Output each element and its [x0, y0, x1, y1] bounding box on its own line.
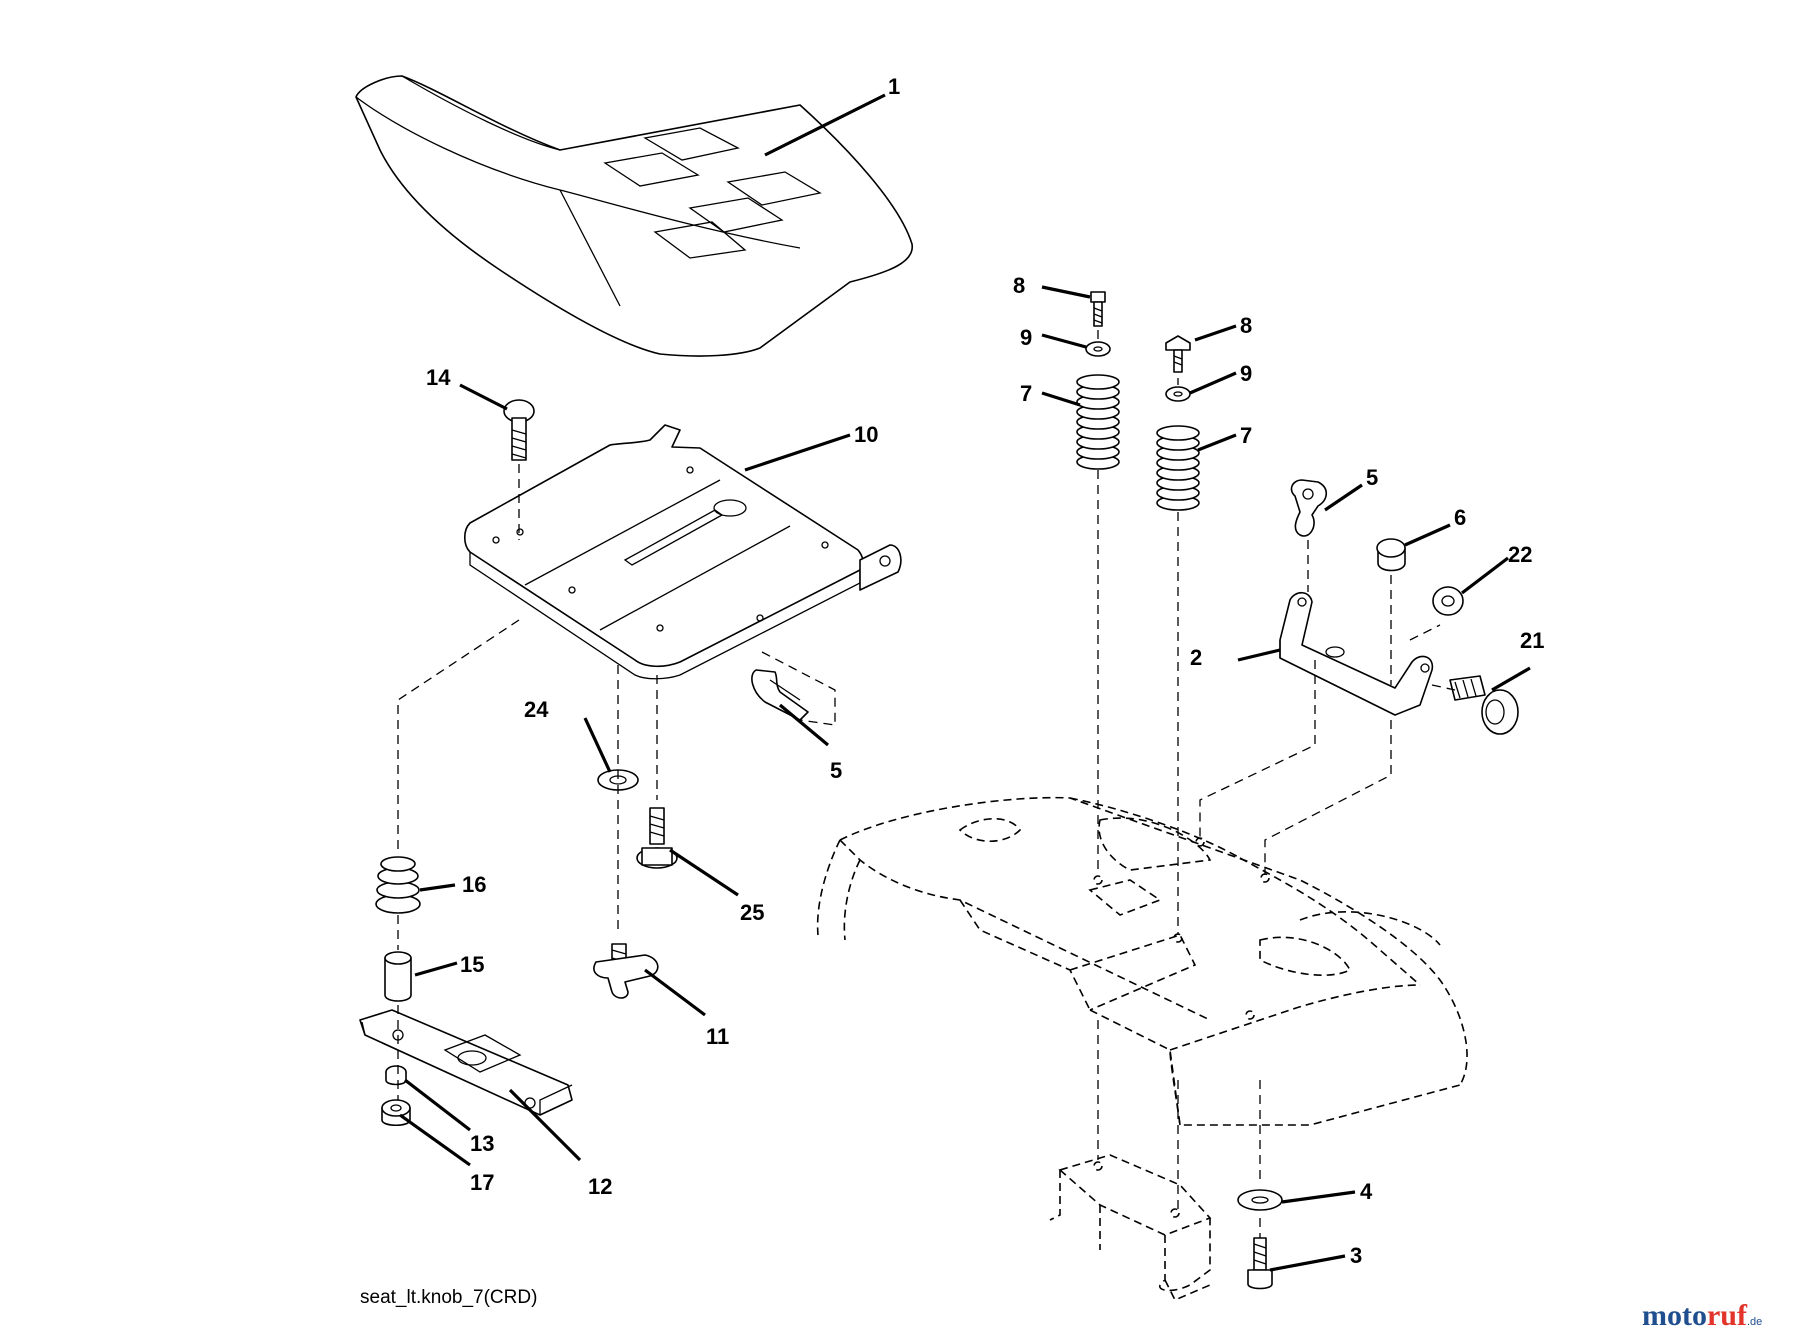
callout-2: 2 [1190, 645, 1202, 670]
watermark-logo: motoruf.de [1642, 1299, 1762, 1332]
callout-22: 22 [1508, 542, 1532, 567]
callout-15: 15 [460, 952, 484, 977]
fender-hidden-part [816, 796, 1468, 1302]
watermark-part2: ruf [1707, 1299, 1748, 1332]
nut-part-17 [381, 1099, 411, 1127]
leader-lines [399, 93, 1531, 1272]
callout-7-left: 7 [1020, 381, 1032, 406]
callout-3: 3 [1350, 1243, 1362, 1268]
callout-8-right: 8 [1240, 313, 1252, 338]
clip-part-right [1290, 479, 1328, 537]
pivot-bracket-part [1279, 591, 1434, 716]
spring-part-left [375, 856, 421, 914]
watermark-part1: moto [1642, 1299, 1707, 1332]
seat-part [355, 75, 913, 357]
callout-5-right: 5 [1366, 465, 1378, 490]
callout-9-left: 9 [1020, 325, 1032, 350]
svg-text:motoruf.de: motoruf.de [1642, 1299, 1762, 1332]
knob-part [593, 943, 659, 999]
spacer-part [384, 951, 412, 1002]
adjustment-plate-part [359, 1009, 573, 1116]
lock-nut-part [1432, 586, 1464, 616]
callout-7-right: 7 [1240, 423, 1252, 448]
callout-5-left: 5 [830, 758, 842, 783]
carriage-bolt-part [503, 399, 535, 461]
callout-1: 1 [888, 74, 900, 99]
callout-8-left: 8 [1013, 273, 1025, 298]
shoulder-bolt-part-21 [1449, 675, 1519, 735]
callout-11: 11 [706, 1024, 729, 1049]
seat-pan-part [463, 424, 902, 680]
callout-25: 25 [740, 900, 764, 925]
callout-12: 12 [588, 1174, 612, 1199]
spring-part-7-left [1076, 374, 1120, 470]
washer-part-9-left [1085, 341, 1111, 357]
watermark-suffix: .de [1747, 1316, 1762, 1328]
drawing-caption: seat_lt.knob_7(CRD) [360, 1287, 537, 1308]
hex-bolt-part-3 [1247, 1237, 1273, 1290]
callout-24: 24 [524, 697, 549, 722]
bolt-part-8-left [1090, 291, 1106, 327]
shoulder-bolt-part [636, 807, 678, 869]
callout-6: 6 [1454, 505, 1466, 530]
flat-washer-part-4 [1237, 1189, 1283, 1211]
nut-part-13 [385, 1065, 407, 1086]
assembly-lines [397, 330, 1456, 1240]
callout-numbers: 1 2 3 4 5 5 6 7 7 8 8 9 9 10 11 12 13 14… [426, 74, 1544, 1268]
washer-part-9-right [1165, 386, 1191, 402]
callout-13: 13 [470, 1131, 494, 1156]
callout-17: 17 [470, 1170, 494, 1195]
spring-part-7-right [1156, 425, 1200, 511]
bolt-part-8-right [1165, 335, 1191, 373]
clip-part-left [751, 669, 809, 721]
callout-4: 4 [1360, 1179, 1373, 1204]
hex-nut-part [1376, 538, 1406, 572]
callout-9-right: 9 [1240, 361, 1252, 386]
callout-16: 16 [462, 872, 486, 897]
callout-21: 21 [1520, 628, 1544, 653]
callout-14: 14 [426, 365, 451, 390]
callout-10: 10 [854, 422, 878, 447]
